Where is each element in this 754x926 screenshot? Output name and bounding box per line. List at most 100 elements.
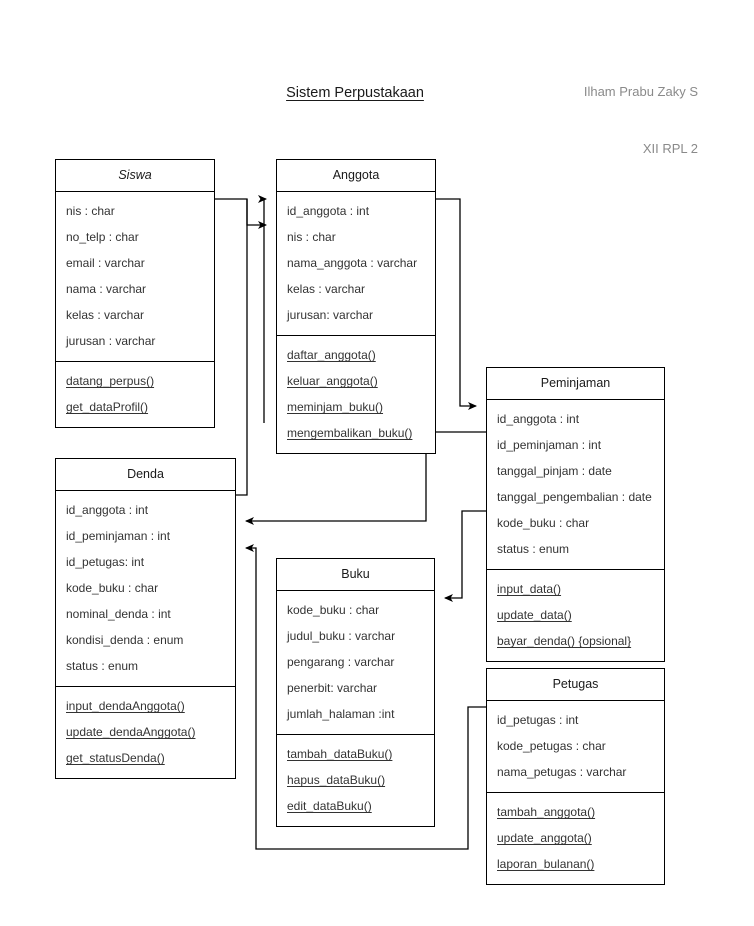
attribute-row: kelas : varchar xyxy=(287,282,366,296)
class-box-denda[interactable]: Denda id_anggota : int id_peminjaman : i… xyxy=(55,458,236,779)
operation-label: update_anggota() xyxy=(497,831,592,845)
operation-row[interactable]: tambah_dataBuku() xyxy=(277,741,434,767)
operation-row[interactable]: get_statusDenda() xyxy=(56,745,235,771)
attribute-row: kelas : varchar xyxy=(66,308,145,322)
attribute-row: tanggal_pengembalian : date xyxy=(497,490,652,504)
operation-label: meminjam_buku() xyxy=(287,400,384,414)
attribute-row: email : varchar xyxy=(66,256,145,270)
operation-row[interactable]: daftar_anggota() xyxy=(277,342,435,368)
attribute-row: id_petugas : int xyxy=(497,713,579,727)
class-attributes-petugas: id_petugas : int kode_petugas : char nam… xyxy=(487,701,664,793)
attribute-row: nama_anggota : varchar xyxy=(287,256,418,270)
attribute-row: kode_buku : char xyxy=(497,516,590,530)
operation-label: bayar_denda() {opsional} xyxy=(497,634,632,648)
attribute-row: jurusan: varchar xyxy=(287,308,374,322)
operation-label: tambah_dataBuku() xyxy=(287,747,393,761)
page-title: Sistem Perpustakaan xyxy=(0,85,710,101)
attribute-row: id_peminjaman : int xyxy=(497,438,602,452)
attribute-row: kode_buku : char xyxy=(66,581,159,595)
operation-label: update_data() xyxy=(497,608,572,622)
class-box-buku[interactable]: Buku kode_buku : char judul_buku : varch… xyxy=(276,558,435,827)
class-name-petugas: Petugas xyxy=(487,669,664,701)
attribute-row: nis : char xyxy=(66,204,115,218)
attribute-row: penerbit: varchar xyxy=(287,681,378,695)
connector-anggota-idanggota-feed xyxy=(247,199,266,423)
attribute-row: jurusan : varchar xyxy=(66,334,156,348)
attribute-row: pengarang : varchar xyxy=(287,655,395,669)
class-attributes-siswa: nis : char no_telp : char email : varcha… xyxy=(56,192,214,362)
operation-row[interactable]: hapus_dataBuku() xyxy=(277,767,434,793)
connector-anggota-idanggota-arrow xyxy=(258,195,267,423)
attribute-row: kondisi_denda : enum xyxy=(66,633,184,647)
class-operations-peminjaman: input_data() update_data() bayar_denda()… xyxy=(487,570,664,661)
operation-label: hapus_dataBuku() xyxy=(287,773,386,787)
class-name-buku: Buku xyxy=(277,559,434,591)
connector-anggota-to-peminjaman xyxy=(436,198,477,410)
class-attributes-anggota: id_anggota : int nis : char nama_anggota… xyxy=(277,192,435,336)
connector-siswa-to-anggota-idanggota xyxy=(215,199,247,495)
class-attributes-peminjaman: id_anggota : int id_peminjaman : int tan… xyxy=(487,400,664,570)
connector-peminjaman-to-buku xyxy=(444,510,486,602)
class-operations-buku: tambah_dataBuku() hapus_dataBuku() edit_… xyxy=(277,735,434,826)
attribute-row: status : enum xyxy=(497,542,570,556)
operation-row[interactable]: edit_dataBuku() xyxy=(277,793,434,819)
operation-row[interactable]: mengembalikan_buku() xyxy=(277,420,435,446)
operation-row[interactable]: meminjam_buku() xyxy=(277,394,435,420)
author-block: Ilham Prabu Zaky S XII RPL 2 xyxy=(584,44,698,196)
operation-label: mengembalikan_buku() xyxy=(287,426,413,440)
class-operations-petugas: tambah_anggota() update_anggota() lapora… xyxy=(487,793,664,884)
operation-row[interactable]: input_data() xyxy=(487,576,664,602)
operation-row[interactable]: bayar_denda() {opsional} xyxy=(487,628,664,654)
connector-siswa-rail xyxy=(236,199,248,496)
connector-siswa-nis-to-anggota-nis xyxy=(215,198,267,229)
attribute-row: kode_buku : char xyxy=(287,603,380,617)
author-name: Ilham Prabu Zaky S xyxy=(583,84,698,99)
class-operations-denda: input_dendaAnggota() update_dendaAnggota… xyxy=(56,687,235,778)
attribute-row: kode_petugas : char xyxy=(497,739,606,753)
operation-label: get_statusDenda() xyxy=(66,751,165,765)
class-name-anggota: Anggota xyxy=(277,160,435,192)
class-box-anggota[interactable]: Anggota id_anggota : int nis : char nama… xyxy=(276,159,436,454)
operation-label: get_dataProfil() xyxy=(66,400,149,414)
class-operations-siswa: datang_perpus() get_dataProfil() xyxy=(56,362,214,427)
attribute-row: id_anggota : int xyxy=(497,412,580,426)
operation-label: update_dendaAnggota() xyxy=(66,725,196,739)
operation-row[interactable]: keluar_anggota() xyxy=(277,368,435,394)
attribute-row: no_telp : char xyxy=(66,230,139,244)
operation-label: laporan_bulanan() xyxy=(497,857,595,871)
operation-label: keluar_anggota() xyxy=(287,374,378,388)
operation-label: input_dendaAnggota() xyxy=(66,699,185,713)
operation-label: daftar_anggota() xyxy=(287,348,376,362)
operation-label: datang_perpus() xyxy=(66,374,155,388)
operation-row[interactable]: input_dendaAnggota() xyxy=(56,693,235,719)
page-title-text: Sistem Perpustakaan xyxy=(286,85,424,101)
attribute-row: id_anggota : int xyxy=(287,204,370,218)
class-box-peminjaman[interactable]: Peminjaman id_anggota : int id_peminjama… xyxy=(486,367,665,662)
attribute-row: jumlah_halaman :int xyxy=(287,707,395,721)
operation-row[interactable]: tambah_anggota() xyxy=(487,799,664,825)
attribute-row: nama_petugas : varchar xyxy=(497,765,627,779)
attribute-row: nis : char xyxy=(287,230,336,244)
operation-row[interactable]: update_data() xyxy=(487,602,664,628)
attribute-row: id_petugas: int xyxy=(66,555,145,569)
operation-label: input_data() xyxy=(497,582,562,596)
class-name-siswa: Siswa xyxy=(56,160,214,192)
attribute-row: id_peminjaman : int xyxy=(66,529,171,543)
operation-row[interactable]: update_dendaAnggota() xyxy=(56,719,235,745)
attribute-row: nominal_denda : int xyxy=(66,607,171,621)
attribute-row: tanggal_pinjam : date xyxy=(497,464,612,478)
operation-row[interactable]: update_anggota() xyxy=(487,825,664,851)
operation-label: edit_dataBuku() xyxy=(287,799,372,813)
operation-row[interactable]: get_dataProfil() xyxy=(56,394,214,420)
class-box-petugas[interactable]: Petugas id_petugas : int kode_petugas : … xyxy=(486,668,665,885)
class-attributes-buku: kode_buku : char judul_buku : varchar pe… xyxy=(277,591,434,735)
operation-row[interactable]: laporan_bulanan() xyxy=(487,851,664,877)
operation-row[interactable]: datang_perpus() xyxy=(56,368,214,394)
class-name-denda: Denda xyxy=(56,459,235,491)
author-class: XII RPL 2 xyxy=(642,141,698,156)
class-box-siswa[interactable]: Siswa nis : char no_telp : char email : … xyxy=(55,159,215,428)
attribute-row: nama : varchar xyxy=(66,282,147,296)
operation-label: tambah_anggota() xyxy=(497,805,596,819)
attribute-row: status : enum xyxy=(66,659,139,673)
